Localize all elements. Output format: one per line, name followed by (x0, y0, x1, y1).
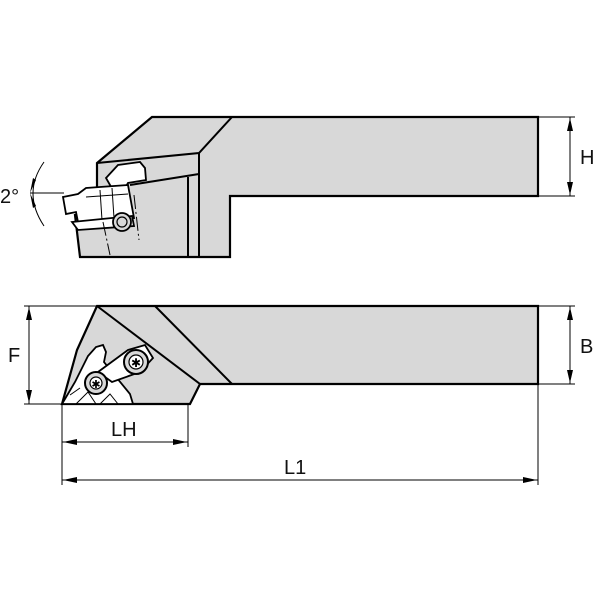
b-extension-lines (538, 305, 575, 385)
side-view-body (73, 115, 540, 259)
angle-arrow-bottom (30, 193, 36, 208)
diagonal-head-line (96, 305, 201, 385)
b-label: B (580, 336, 593, 358)
l1-label: L1 (284, 457, 306, 479)
head-seat-line (129, 173, 200, 186)
top-view: ✱ ✱ B F LH L1 (8, 304, 593, 485)
lh-label: LH (111, 419, 137, 441)
h-extension-lines (538, 116, 575, 197)
top-view-body (60, 304, 540, 406)
angle-arc (32, 161, 45, 227)
side-view: 2° H (0, 115, 594, 259)
f-label: F (8, 345, 20, 367)
h-label: H (580, 147, 594, 169)
insert (61, 184, 136, 223)
insert-tooth-detail (69, 387, 119, 405)
clamp-screw-icon (112, 212, 132, 232)
centerline (102, 194, 140, 256)
angle-arrow-top (30, 178, 36, 193)
insert-detail (85, 187, 129, 221)
diagonal-shank-line (154, 305, 233, 385)
lh-extension-lines (61, 404, 189, 485)
f-extension-lines (24, 305, 97, 405)
torx-icon: ✱ (91, 378, 100, 391)
torx-icon: ✱ (131, 356, 141, 370)
angle-label: 2° (0, 186, 19, 208)
